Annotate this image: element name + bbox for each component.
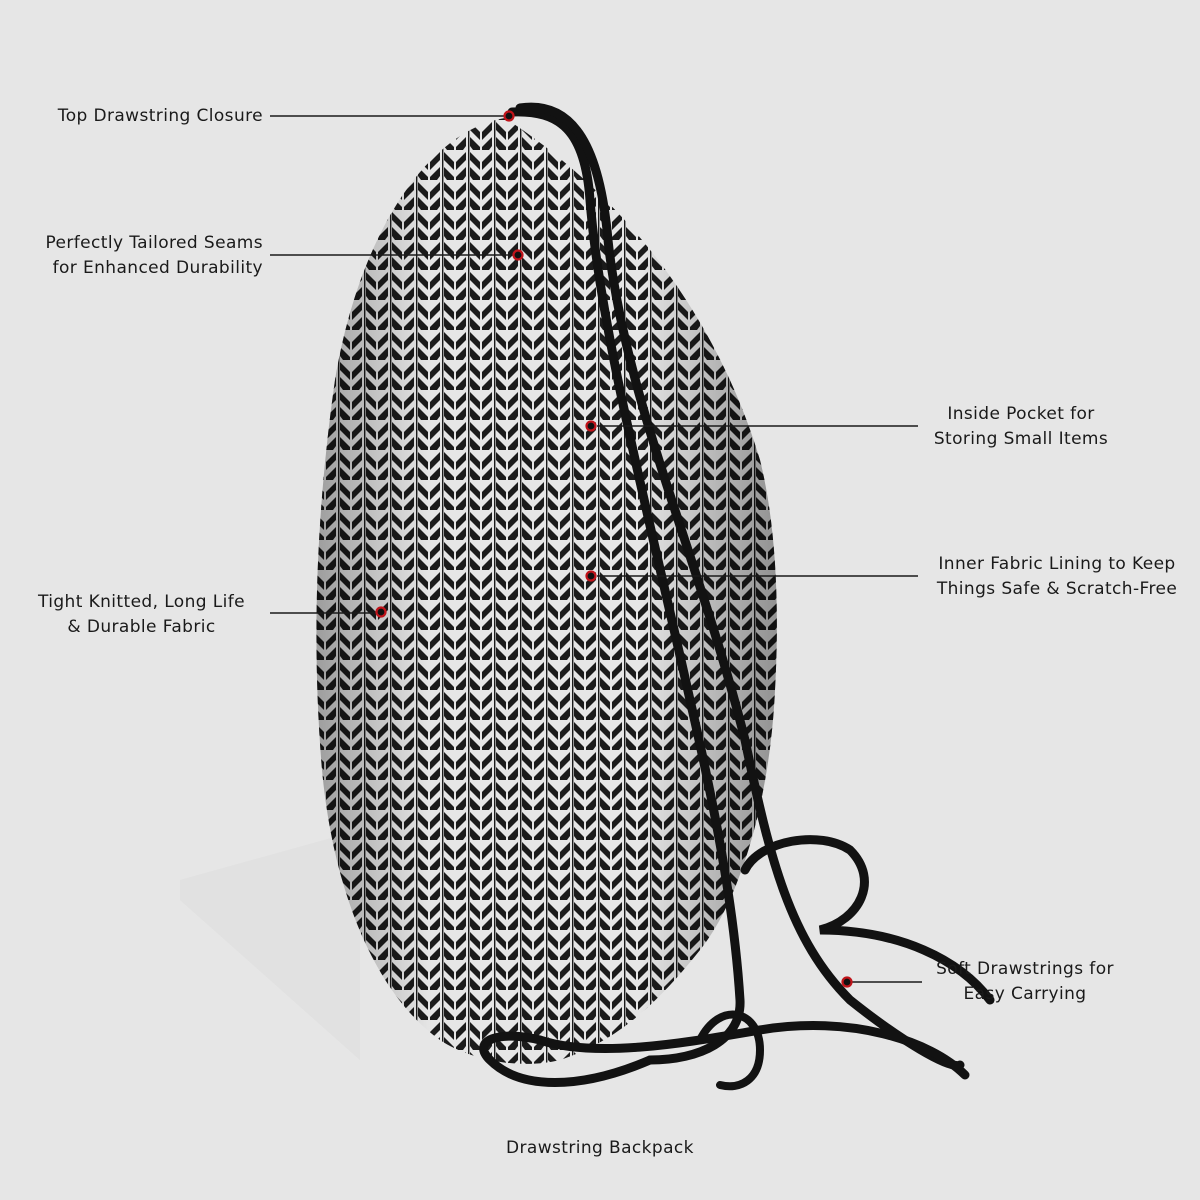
callout-text: Easy Carrying bbox=[963, 984, 1087, 1004]
cord-right bbox=[515, 102, 965, 1070]
callout-soft-drawstrings: Soft Drawstrings for Easy Carrying bbox=[915, 957, 1135, 1007]
callout-text: Perfectly Tailored Seams bbox=[45, 233, 263, 253]
callout-tailored-seams: Perfectly Tailored Seams for Enhanced Du… bbox=[10, 231, 263, 281]
cord-tail bbox=[696, 1010, 765, 1091]
callout-text: Soft Drawstrings for bbox=[936, 959, 1114, 979]
callout-text: Tight Knitted, Long Life bbox=[37, 592, 246, 612]
callout-text: Top Drawstring Closure bbox=[57, 106, 263, 126]
bag-shading bbox=[316, 118, 777, 1064]
callout-text: & Durable Fabric bbox=[67, 617, 216, 637]
callout-inner-lining: Inner Fabric Lining to Keep Things Safe … bbox=[922, 552, 1192, 602]
cord-loop-upper bbox=[740, 835, 995, 1005]
drawstring-cords bbox=[479, 102, 995, 1091]
marker-dots bbox=[375, 110, 853, 988]
callout-text: Storing Small Items bbox=[933, 429, 1109, 449]
callout-inside-pocket: Inside Pocket for Storing Small Items bbox=[921, 402, 1121, 452]
marker-lining bbox=[585, 570, 597, 582]
cord-loop-lower bbox=[479, 1021, 970, 1087]
leader-lines bbox=[270, 115, 922, 983]
callout-text: for Enhanced Durability bbox=[52, 258, 263, 278]
caption-text: Drawstring Backpack bbox=[506, 1138, 694, 1158]
marker-top bbox=[503, 110, 515, 122]
cord-left bbox=[507, 107, 745, 1065]
callout-top-closure: Top Drawstring Closure bbox=[20, 104, 263, 129]
marker-seams bbox=[512, 249, 524, 261]
callout-text: Inside Pocket for bbox=[947, 404, 1095, 424]
callout-text: Things Safe & Scratch-Free bbox=[936, 579, 1178, 599]
callout-knitted-fabric: Tight Knitted, Long Life & Durable Fabri… bbox=[20, 590, 263, 640]
floor-shadow bbox=[180, 830, 360, 1060]
marker-fabric bbox=[375, 606, 387, 618]
product-caption: Drawstring Backpack bbox=[450, 1136, 750, 1161]
marker-pocket bbox=[585, 420, 597, 432]
callout-text: Inner Fabric Lining to Keep bbox=[938, 554, 1176, 574]
marker-drawstrings bbox=[841, 976, 853, 988]
